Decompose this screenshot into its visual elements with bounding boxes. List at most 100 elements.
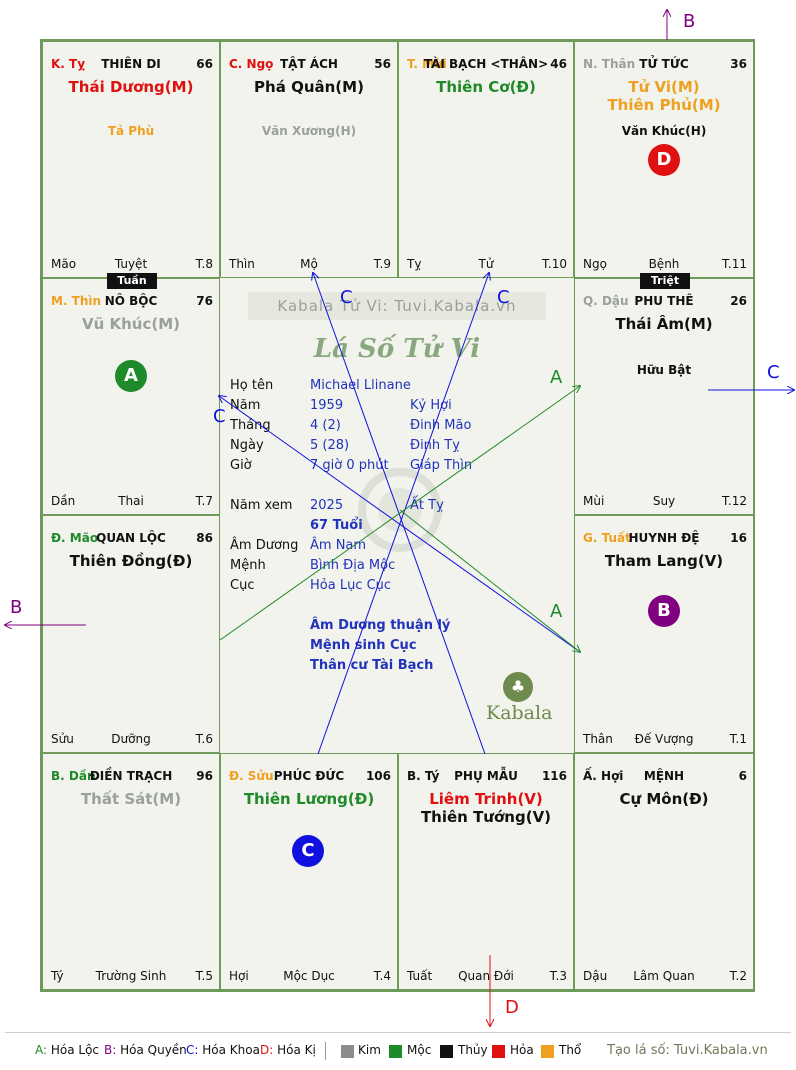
palace-stage: Tuyệt [114,257,148,271]
triet-tag: Triệt [640,273,690,289]
arrow-label-c2: C [497,287,510,308]
palace-name: NÔ BỘC [104,294,158,308]
palace-name: PHỤ MẪU [454,769,518,783]
legend-hoa: Hỏa [510,1043,534,1057]
minor-star: Văn Xương(H) [261,124,357,138]
palace-number: 56 [374,57,391,71]
arrow-label-c-right: C [767,362,780,383]
palace-can: B. Tý [407,769,440,783]
palace-branch: Mão [51,257,77,271]
palace-stage: Đế Vượng [634,732,694,746]
gio-label: Giờ [230,458,252,473]
arrow-label-a1: A [550,367,563,388]
thang-label: Tháng [230,418,271,433]
palace-can: C. Ngọ [229,57,274,71]
cuc-value: Hỏa Lục Cục [310,578,392,593]
amduong-value: Âm Nam [310,538,367,553]
footer-site: Tạo lá số: Tuvi.Kabala.vn [607,1043,768,1058]
palace-stage: Bệnh [648,257,680,271]
footer-divider [5,1032,791,1033]
hoa-ki-circle: D [648,144,680,176]
palace-month: T.8 [195,257,213,271]
palace-branch: Tuất [407,969,433,983]
major-star: Thiên Đồng(Đ) [69,552,193,570]
gio-value: 7 giờ 0 phút [310,458,389,473]
palace-branch: Dậu [583,969,608,983]
hoa-swatch [492,1045,505,1058]
palace-month: T.11 [722,257,747,271]
palace-name: TÀI BẠCH <THÂN> [423,57,549,71]
palace-can: G. Tuất [583,531,631,545]
arrow-label-c1: C [340,287,353,308]
namxem-label: Năm xem [230,498,293,513]
thang-value: 4 (2) [310,418,341,433]
palace-name: QUAN LỘC [96,531,166,545]
moc-swatch [389,1045,402,1058]
palace-month: T.4 [373,969,391,983]
hoa-quyen-circle: B [648,595,680,627]
major-star: Thiên Cơ(Đ) [436,78,536,96]
palace-can: Q. Dậu [583,294,629,308]
palace-name: HUYNH ĐỆ [628,531,700,545]
major-star: Thái Âm(M) [615,315,713,333]
note-1: Âm Dương thuận lý [310,618,451,633]
palace-month: T.10 [542,257,567,271]
arrow-label-b-left: B [10,597,23,618]
palace-name: TỬ TỨC [639,57,689,71]
tree-icon: ♣ [503,672,533,702]
palace-branch: Ngọ [583,257,607,271]
palace-stage: Dưỡng [111,732,151,746]
palace-month: T.5 [195,969,213,983]
ngay-can: Đinh Tỵ [410,438,460,453]
palace-number: 46 [550,57,567,71]
legend-kim: Kim [358,1043,381,1057]
gio-can: Giáp Thìn [410,458,473,473]
palace-month: T.1 [729,732,747,746]
palace-stage: Trường Sinh [95,969,167,983]
thang-can: Đinh Mão [410,418,472,433]
arrow-label-c3: C [213,406,226,427]
palace-number: 36 [730,57,747,71]
major-star: Tham Lang(V) [604,552,724,570]
khoa-line-3 [219,396,581,653]
palace-number: 76 [196,294,213,308]
note-3: Thân cư Tài Bạch [310,658,434,673]
major-star: Cự Môn(Đ) [619,790,709,808]
legend-hoa-quyen: B: Hóa Quyền [104,1043,187,1057]
major-star: Thiên Lương(Đ) [243,790,375,808]
palace-stage: Quan Đới [458,969,514,983]
palace-can: M. Thìn [51,294,102,308]
palace-stage: Suy [652,494,676,508]
palace-can: N. Thân [583,57,636,71]
legend-tho: Thổ [559,1043,582,1057]
loc-line-1 [219,386,580,641]
tuan-tag: Tuần [107,273,157,289]
major-star: Thái Dương(M) [68,78,194,96]
arrow-label-a2: A [550,601,563,622]
palace-month: T.3 [549,969,567,983]
namxem-value: 2025 [310,498,344,513]
arrow-label-b-top: B [683,11,696,32]
kim-swatch [341,1045,354,1058]
major-star: Thất Sát(M) [80,790,182,808]
palace-branch: Thân [583,732,613,746]
palace-name: THIÊN DI [101,57,161,71]
palace-branch: Mùi [583,494,605,508]
palace-name: TẬT ÁCH [280,57,338,71]
palace-stage: Thai [118,494,144,508]
palace-number: 16 [730,531,747,545]
minor-star: Tả Phù [107,124,155,138]
palace-name: MỆNH [643,769,685,783]
khoa-line-2 [317,273,489,755]
palace-month: T.9 [373,257,391,271]
palace-branch: Sửu [51,732,74,746]
palace-can: Đ. Sửu [229,769,274,783]
palace-number: 6 [738,769,747,783]
